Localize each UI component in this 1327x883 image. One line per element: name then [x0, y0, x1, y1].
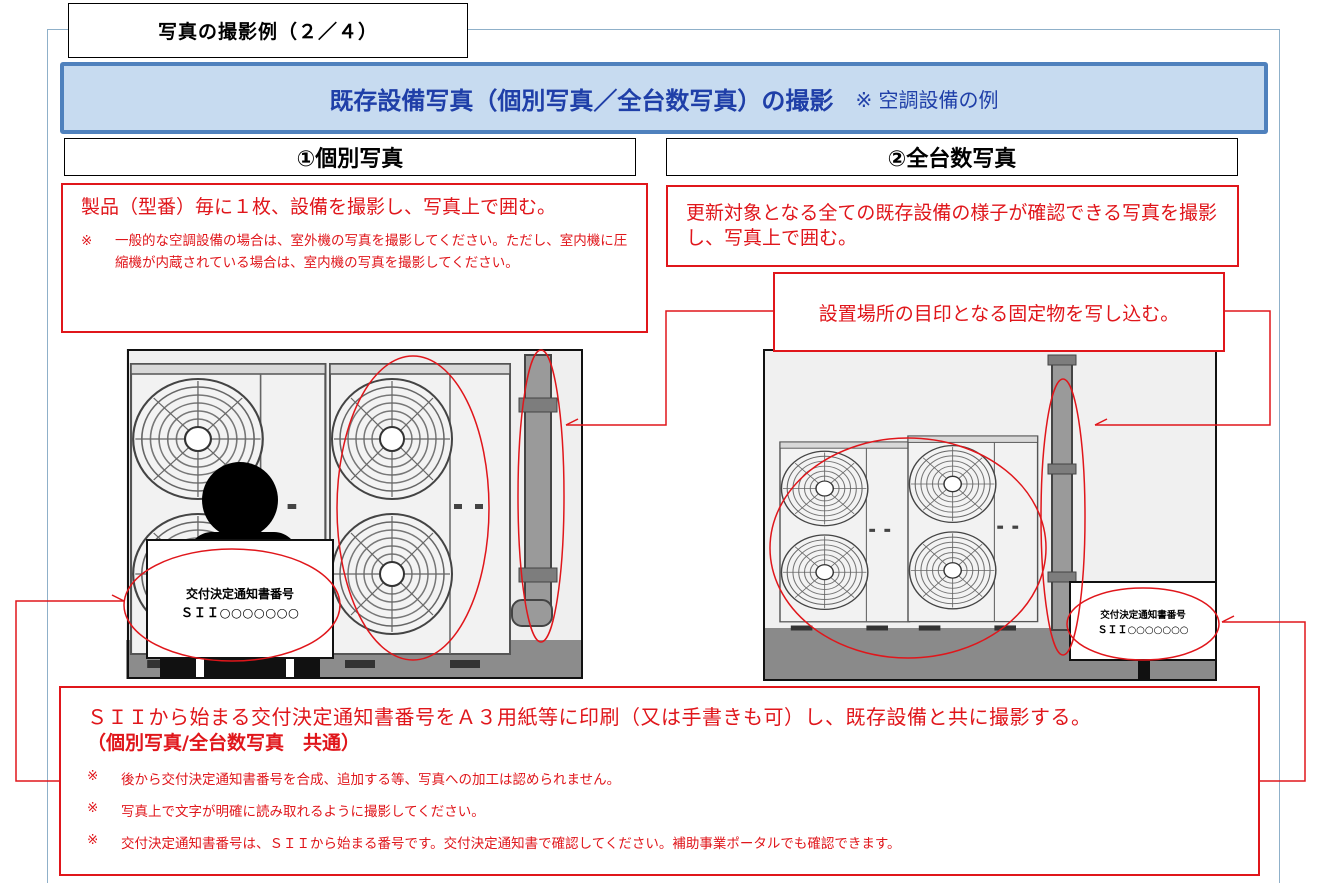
signboard-2-number: ＳＩＩ○○○○○○○ [1097, 625, 1189, 636]
section1-heading: ①個別写真 [64, 138, 636, 176]
signboard-1-text: 交付決定通知書番号 ＳＩＩ○○○○○○○ [147, 585, 333, 621]
arrow-sign-left [15, 600, 124, 782]
common-label: （個別写真/全台数写真 共通） [87, 732, 360, 754]
note-3-text: 交付決定通知書番号は、ＳＩＩから始まる番号です。交付決定通知書で確認してください… [121, 836, 901, 852]
photo-individual [126, 349, 583, 679]
section1-note: 一般的な空調設備の場合は、室外機の写真を撮影してください。ただし、室内機に圧縮機… [115, 233, 628, 271]
highlight-sign2-ellipse [1066, 587, 1220, 661]
note-2: ※ 写真上で文字が明確に読み取れるように撮影してください。 [87, 800, 1232, 820]
signboard-2-text: 交付決定通知書番号 ＳＩＩ○○○○○○○ [1070, 607, 1216, 636]
arrow-callout-right [1095, 310, 1271, 426]
common-main-text: ＳＩＩから始まる交付決定通知書番号をＡ３用紙等に印刷（又は手書きも可）し、既存設… [87, 705, 1092, 729]
section1-description: 製品（型番）毎に１枚、設備を撮影し、写真上で囲む。 ※ 一般的な空調設備の場合は… [61, 183, 648, 333]
note-mark: ※ [87, 768, 99, 784]
note-2-text: 写真上で文字が明確に読み取れるように撮影してください。 [121, 804, 485, 820]
signboard-1-number: ＳＩＩ○○○○○○○ [180, 605, 300, 620]
arrow-callout-left [566, 310, 773, 426]
signboard-1 [146, 539, 334, 659]
section1-main-text: 製品（型番）毎に１枚、設備を撮影し、写真上で囲む。 [81, 196, 557, 218]
page-frame [47, 29, 1280, 883]
highlight-sign-ellipse [123, 548, 341, 662]
note-mark: ※ [81, 233, 93, 249]
banner-title: 既存設備写真（個別写真／全台数写真）の撮影 [329, 86, 834, 115]
title-banner: 既存設備写真（個別写真／全台数写真）の撮影 ※ 空調設備の例 [60, 62, 1268, 134]
common-instructions: ＳＩＩから始まる交付決定通知書番号をＡ３用紙等に印刷（又は手書きも可）し、既存設… [59, 686, 1260, 876]
section2-heading: ②全台数写真 [666, 138, 1238, 176]
highlight-pipe2-ellipse [1040, 378, 1086, 656]
note-mark: ※ [87, 800, 99, 816]
landmark-callout: 設置場所の目印となる固定物を写し込む。 [773, 272, 1225, 352]
note-mark: ※ [87, 832, 99, 848]
signboard-2-title: 交付決定通知書番号 [1100, 610, 1186, 621]
highlight-pipe-ellipse [517, 349, 565, 643]
banner-note: ※ 空調設備の例 [855, 87, 999, 112]
note-3: ※ 交付決定通知書番号は、ＳＩＩから始まる番号です。交付決定通知書で確認してくだ… [87, 832, 1232, 852]
section2-description: 更新対象となる全ての既存設備の様子が確認できる写真を撮影し、写真上で囲む。 [666, 185, 1239, 267]
highlight-units-ellipse [769, 437, 1047, 659]
signboard-1-title: 交付決定通知書番号 [185, 587, 294, 601]
highlight-unit-ellipse [336, 355, 490, 661]
page-tab: 写真の撮影例（２／４） [68, 3, 468, 58]
signboard-2 [1069, 581, 1217, 661]
arrow-sign-right [1222, 621, 1306, 782]
note-1-text: 後から交付決定通知書番号を合成、追加する等、写真への加工は認められません。 [121, 772, 621, 788]
note-1: ※ 後から交付決定通知書番号を合成、追加する等、写真への加工は認められません。 [87, 768, 1232, 788]
